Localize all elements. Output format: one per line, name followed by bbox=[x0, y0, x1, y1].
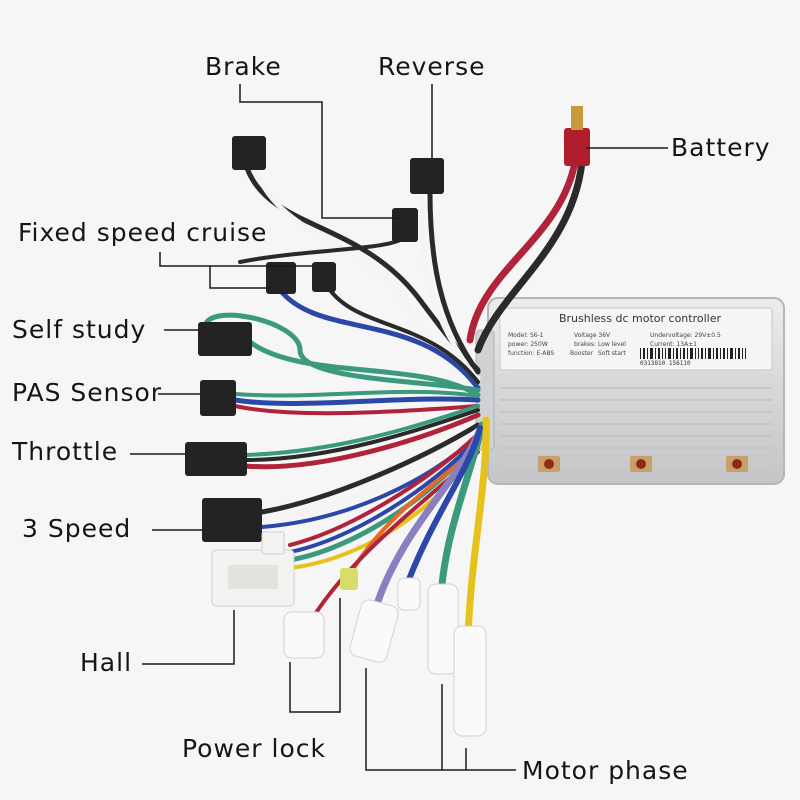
reverse-connector bbox=[410, 158, 444, 194]
throttle-wire-red bbox=[242, 412, 481, 470]
throttle-wire-black bbox=[243, 408, 480, 462]
label-pas-sensor: PAS Sensor bbox=[12, 378, 163, 407]
pas-wire-blue bbox=[232, 396, 481, 407]
wire-harness bbox=[202, 158, 586, 644]
pas-wire-green bbox=[233, 389, 480, 398]
battery-wire-red bbox=[466, 158, 579, 344]
label-reverse: Reverse bbox=[378, 52, 486, 81]
pas-wire-red bbox=[233, 404, 480, 416]
reverse-wire-black bbox=[427, 189, 481, 375]
spec-power: power: 250W bbox=[508, 341, 548, 348]
reverse-wire-white bbox=[418, 189, 481, 383]
spec-brakes: brakes: Low level bbox=[574, 341, 626, 348]
self-study-connector bbox=[198, 322, 252, 356]
motor-phase-connectors bbox=[397, 577, 487, 737]
mount-screw bbox=[538, 456, 748, 472]
label-three-speed: 3 Speed bbox=[22, 514, 132, 543]
battery-connector bbox=[564, 106, 590, 166]
power-lock-leader bbox=[289, 598, 341, 713]
battery-wire-black bbox=[474, 158, 586, 354]
connectors bbox=[185, 106, 590, 737]
brake-wire-white bbox=[252, 165, 481, 381]
phase-wire-yellow bbox=[464, 416, 490, 644]
leader-lines bbox=[130, 84, 668, 771]
label-throttle: Throttle bbox=[12, 437, 119, 466]
speed-wire-white bbox=[259, 427, 481, 523]
label-brake: Brake bbox=[205, 52, 282, 81]
brake-leader bbox=[239, 84, 398, 219]
spec-booster: Booster bbox=[570, 350, 594, 357]
label-fixed-speed-cruise: Fixed speed cruise bbox=[18, 218, 268, 247]
controller-housing bbox=[475, 297, 785, 485]
spec-soft-start: Soft start bbox=[598, 350, 626, 357]
speed-connector bbox=[202, 498, 262, 542]
cruise-wire-blue bbox=[277, 287, 481, 391]
hall-wire-red bbox=[288, 432, 480, 547]
throttle-wire-green bbox=[243, 404, 480, 457]
speed-wire-black bbox=[259, 422, 481, 515]
spec-model: Model: S6-1 bbox=[508, 332, 544, 339]
label-power-lock: Power lock bbox=[182, 734, 326, 763]
self-study-wire-green bbox=[202, 312, 481, 393]
label-motor-phase: Motor phase bbox=[522, 756, 689, 785]
barcode-number: 0313810 156110 bbox=[640, 360, 691, 367]
reverse-connector-2 bbox=[392, 208, 418, 242]
spec-undervoltage: Undervoltage: 29V±0.5 bbox=[650, 332, 721, 339]
motor-phase-leader bbox=[365, 668, 516, 771]
label-self-study: Self study bbox=[12, 315, 147, 344]
cruise-connector-2 bbox=[312, 262, 336, 292]
brake-connector bbox=[232, 136, 266, 170]
hall-connector bbox=[211, 531, 295, 607]
spec-function: function: E-ABS bbox=[508, 350, 555, 357]
hall-wire-blue bbox=[288, 436, 480, 554]
throttle-connector bbox=[185, 442, 247, 476]
hall-leader bbox=[142, 610, 235, 665]
power-lock-connector bbox=[283, 568, 399, 663]
label-battery: Battery bbox=[671, 133, 771, 162]
spec-current: Current: 13A±1 bbox=[650, 341, 698, 348]
pas-connector bbox=[200, 380, 236, 416]
cruise-connector bbox=[266, 262, 296, 294]
phase-wire-blue bbox=[402, 425, 483, 593]
label-hall: Hall bbox=[80, 648, 133, 677]
controller-title: Brushless dc motor controller bbox=[558, 312, 722, 325]
spec-voltage: Voltage 36V bbox=[574, 332, 611, 339]
barcode bbox=[640, 348, 746, 359]
cruise-wire-black bbox=[328, 288, 480, 384]
